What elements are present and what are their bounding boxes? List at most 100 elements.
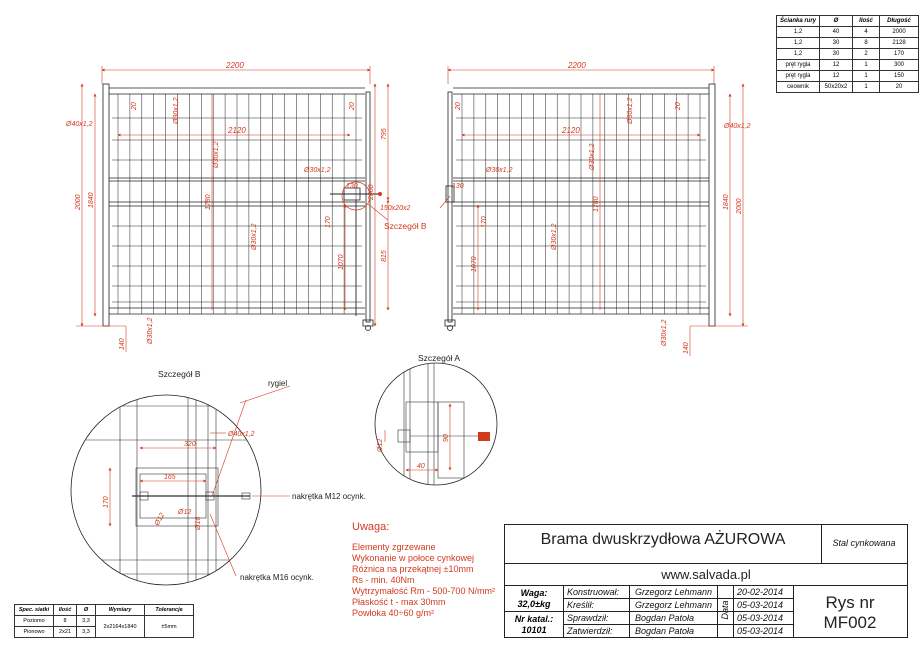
table-cell: pręt rygla xyxy=(776,59,820,71)
table-cell: 50x20x2 xyxy=(819,81,853,93)
table-cell: 2128 xyxy=(879,37,919,49)
left-vertical-dimensions xyxy=(76,83,390,352)
foot xyxy=(365,325,371,331)
left-h815: 815 xyxy=(381,250,388,262)
left-top-dimension xyxy=(101,66,371,137)
table-cell: 150 xyxy=(879,70,919,82)
table-cell: 20 xyxy=(879,81,919,93)
left-pipe30-low: Ø30x1,2 xyxy=(251,223,258,251)
detail-b-d12a: Ø12 xyxy=(177,509,191,516)
table-cell: 40 xyxy=(819,26,853,38)
table-cell: pręt rygla xyxy=(776,70,820,82)
right-gate-leaf xyxy=(439,83,716,331)
table-cell: 1 xyxy=(852,81,880,93)
table-cell: 3,3 xyxy=(76,615,96,627)
left-gap-20b: 20 xyxy=(349,102,356,111)
weight-value: 32,0±kg xyxy=(517,599,551,609)
note-line: Płaskość t - max 30mm xyxy=(352,597,446,607)
right-h1070: 1070 xyxy=(471,256,478,272)
table-cell: 8 xyxy=(53,615,77,627)
left-pipe30-bottom: Ø30x1,2 xyxy=(147,317,154,345)
right-pipe40: Ø40x1,2 xyxy=(723,123,751,130)
date-column-label: Data xyxy=(720,600,730,620)
frame-post xyxy=(102,83,110,327)
detail-b-view xyxy=(70,385,291,586)
table-row: Poziomo 8 3,3 2x2164x1840 ±5mm xyxy=(14,615,194,638)
note-line: Różnica na przekątnej ±10mm xyxy=(352,564,474,574)
right-inner-width-label: 2120 xyxy=(561,126,580,135)
frame-post xyxy=(365,91,371,323)
drawing-title: Brama dwuskrzydłowa AŻUROWA xyxy=(540,531,786,548)
table-cell: 1,2 xyxy=(776,37,820,49)
mesh-spec-table: Spec. siatki Ilość Ø Wymiary Tolerancje … xyxy=(14,604,194,638)
channel-bracket xyxy=(445,185,455,203)
table-cell: 300 xyxy=(879,59,919,71)
website-label: www.salvada.pl xyxy=(661,567,751,582)
left-h170: 170 xyxy=(325,216,332,228)
table-cell: 2 xyxy=(852,48,880,60)
table-cell: 8 xyxy=(852,37,880,49)
detail-b-320: 320 xyxy=(184,441,196,448)
right-pipe30-rygiel: Ø30x1,2 xyxy=(485,167,513,174)
left-pipe40: Ø40x1,2 xyxy=(65,121,93,128)
table-cell: 2x2164x1840 xyxy=(95,615,145,638)
table-cell: Pionowo xyxy=(14,626,54,638)
frame-post xyxy=(447,91,453,323)
date-value: 05-03-2014 xyxy=(737,600,784,610)
table-cell: 3,3 xyxy=(76,626,96,638)
spec-table-header: Spec. siatki Ilość Ø Wymiary Tolerancje xyxy=(14,604,194,616)
role-label: Sprawdził: xyxy=(567,613,609,623)
note-line: Wytrzymałość Rm - 500-700 N/mm² xyxy=(352,586,495,596)
detail-a-90: 90 xyxy=(443,434,450,442)
detail-a-40: 40 xyxy=(417,463,425,470)
right-h130: 130 xyxy=(452,183,464,190)
table-cell: 1,2 xyxy=(776,48,820,60)
detail-a-d12: Ø12 xyxy=(377,439,384,453)
right-h170: 170 xyxy=(481,216,488,228)
right-pipe30-mid: Ø30x1,2 xyxy=(589,143,596,171)
detail-a-title: Szczegół A xyxy=(418,353,460,363)
table-cell: 30 xyxy=(819,48,853,60)
detail-b-d12b: Ø12 xyxy=(153,512,166,528)
catalog-value: 10101 xyxy=(521,625,547,635)
left-h2000b: 2000 xyxy=(368,184,375,201)
left-h130: 130 xyxy=(346,183,358,190)
material-label: Stal cynkowana xyxy=(832,538,896,548)
table-cell: Poziomo xyxy=(14,615,54,627)
left-inner-width-label: 2120 xyxy=(227,126,246,135)
role-label: Konstruował: xyxy=(567,587,620,597)
right-h2000: 2000 xyxy=(736,198,743,215)
table-cell: ±5mm xyxy=(144,615,194,638)
right-h140: 140 xyxy=(683,342,690,354)
date-value: 20-02-2014 xyxy=(737,587,784,597)
spec-header-cell: Ilość xyxy=(53,604,77,616)
detail-b-170: 170 xyxy=(103,496,110,508)
spec-header-cell: Tolerancje xyxy=(144,604,194,616)
foot xyxy=(444,319,456,327)
title-block: Brama dwuskrzydłowa AŻUROWA Stal cynkowa… xyxy=(504,524,908,638)
detail-b-callout-label: Szczegół B xyxy=(384,221,427,231)
drawing-number-value: MF002 xyxy=(823,613,877,632)
left-h1840: 1840 xyxy=(88,192,95,208)
spec-header-cell: Ø xyxy=(76,604,96,616)
left-width-label: 2200 xyxy=(225,61,244,70)
date-value: 05-03-2014 xyxy=(737,626,784,636)
table-cell: ceownik xyxy=(776,81,820,93)
role-label: Zatwierdził: xyxy=(567,626,613,636)
left-pipe30-mid: Ø30x1,2 xyxy=(213,141,220,169)
table-cell: 12 xyxy=(819,59,853,71)
foot xyxy=(447,325,453,331)
right-pipe30-low: Ø30x1,2 xyxy=(551,223,558,251)
parts-header-cell: Ścianka rury xyxy=(776,15,820,27)
detail-b-d40: Ø40x1,2 xyxy=(227,431,255,438)
note-line: Elementy zgrzewane xyxy=(352,542,436,552)
right-width-label: 2200 xyxy=(567,61,586,70)
right-pipe30-bottom: Ø30x1,2 xyxy=(661,319,668,347)
right-gap-20a: 20 xyxy=(455,102,462,111)
table-cell: 2000 xyxy=(879,26,919,38)
person-name: Grzegorz Lehmann xyxy=(635,587,713,597)
